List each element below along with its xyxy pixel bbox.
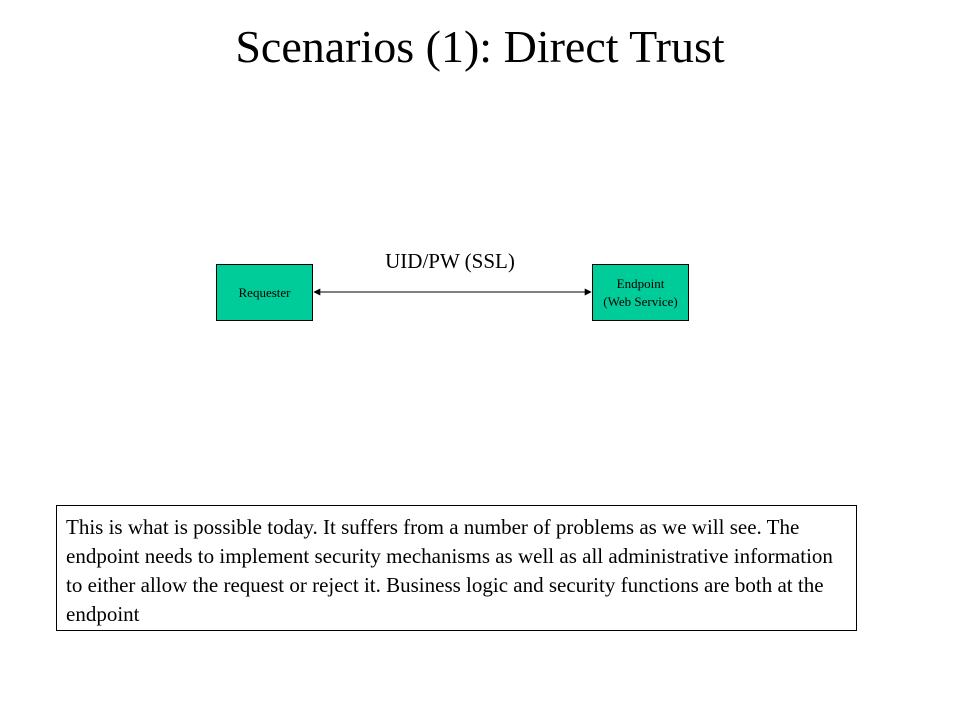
slide-title: Scenarios (1): Direct Trust <box>235 21 725 72</box>
endpoint-node: Endpoint (Web Service) <box>592 264 689 321</box>
endpoint-sublabel: (Web Service) <box>603 293 678 309</box>
endpoint-label: Endpoint <box>616 275 665 291</box>
requester-label: Requester <box>238 284 291 300</box>
connection-label: UID/PW (SSL) <box>385 249 515 273</box>
note-box: This is what is possible today. It suffe… <box>56 505 857 631</box>
requester-node: Requester <box>216 264 313 321</box>
note-text: This is what is possible today. It suffe… <box>66 515 833 626</box>
